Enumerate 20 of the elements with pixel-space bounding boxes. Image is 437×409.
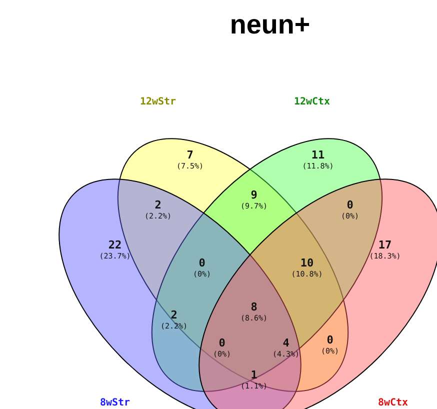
region-count: 0 (346, 198, 354, 212)
region-count: 8 (250, 300, 258, 314)
set-label: 12wStr (140, 96, 176, 108)
region-count: 7 (186, 148, 194, 162)
region-count: 9 (250, 188, 258, 202)
set-label: 8wStr (100, 398, 130, 408)
chart-title: neun+ (230, 10, 310, 40)
set-label: 12wCtx (294, 96, 330, 108)
region-count: 11 (311, 148, 325, 162)
region-count: 0 (326, 334, 334, 346)
region-count: 4 (282, 336, 290, 350)
region-count: 0 (218, 336, 226, 350)
set-label: 8wCtx (378, 398, 408, 408)
region-count: 10 (300, 256, 314, 270)
region-count: 1 (250, 368, 258, 382)
region-count: 2 (154, 198, 162, 212)
region-count: 22 (108, 238, 122, 252)
region-count: 2 (170, 308, 178, 322)
region-count: 17 (378, 238, 392, 252)
region-count: 0 (198, 256, 206, 270)
